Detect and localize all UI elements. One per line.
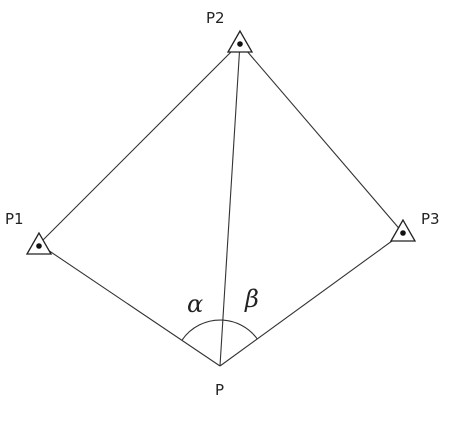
label-beta: β [244,285,259,313]
line-p2-p [219,42,241,367]
label-p1: P1 [5,210,24,228]
station-dot-icon [237,41,243,47]
line-p1-p [38,243,221,367]
label-p3: P3 [421,210,440,228]
station-marker-p2 [226,29,254,53]
station-dot-icon [400,230,406,236]
line-p1-p2 [38,42,241,245]
beta-arc [222,319,258,340]
label-p: P [215,381,224,399]
station-dot-icon [36,243,42,249]
alpha-arc [181,319,223,341]
station-marker-p1 [25,231,53,255]
label-alpha: α [187,290,203,318]
label-p2: P2 [206,9,225,27]
station-marker-p3 [389,218,417,242]
line-p3-p [219,232,404,367]
line-p2-p3 [239,42,404,234]
